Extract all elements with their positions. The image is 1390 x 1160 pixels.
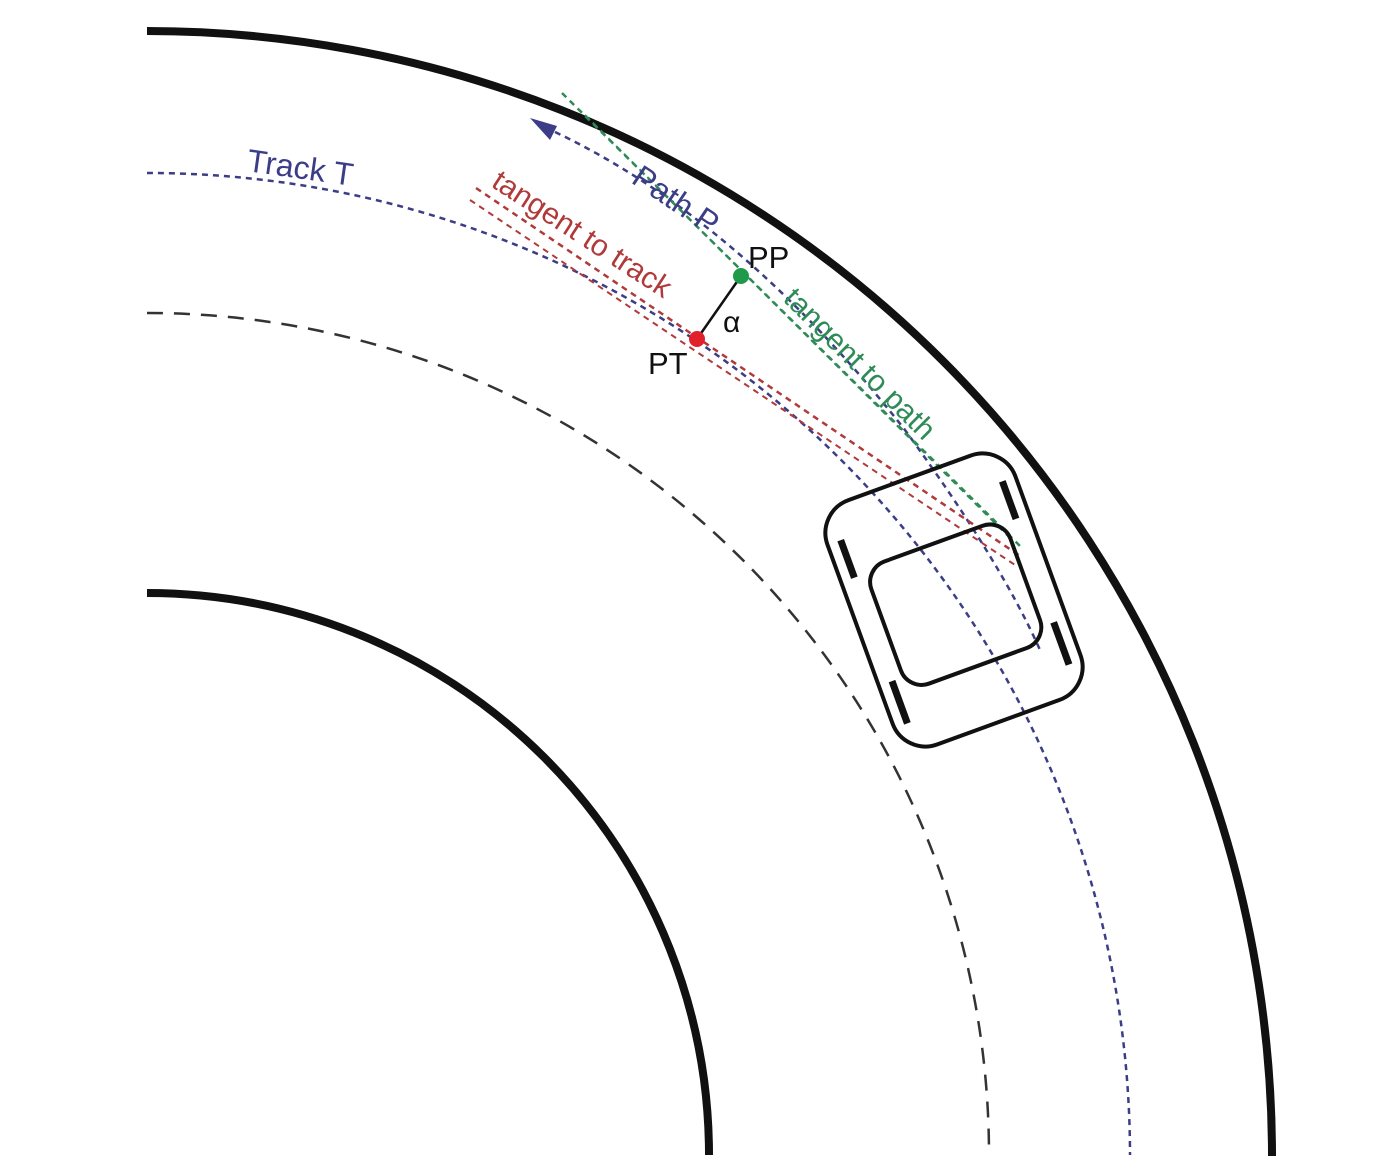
pp-label: PP — [748, 240, 789, 275]
tangent-to-track-line-2 — [469, 199, 1016, 566]
car-icon — [823, 451, 1085, 749]
outer-road-edge — [146, 27, 1276, 1157]
pt-pp-connector — [695, 275, 743, 340]
alpha-label: α — [723, 306, 740, 339]
path-direction-arrow-icon — [530, 118, 557, 140]
pp-point — [733, 268, 749, 284]
pt-label: PT — [648, 346, 688, 381]
road-center-line — [146, 311, 991, 1156]
path-label: Path P — [626, 158, 726, 242]
path-curve — [554, 130, 1042, 651]
tangent-to-path-line-2 — [584, 114, 1013, 541]
track-curve — [146, 171, 1132, 1156]
inner-road-edge — [146, 589, 713, 1156]
track-label: Track T — [245, 142, 356, 192]
pt-point — [689, 331, 705, 347]
